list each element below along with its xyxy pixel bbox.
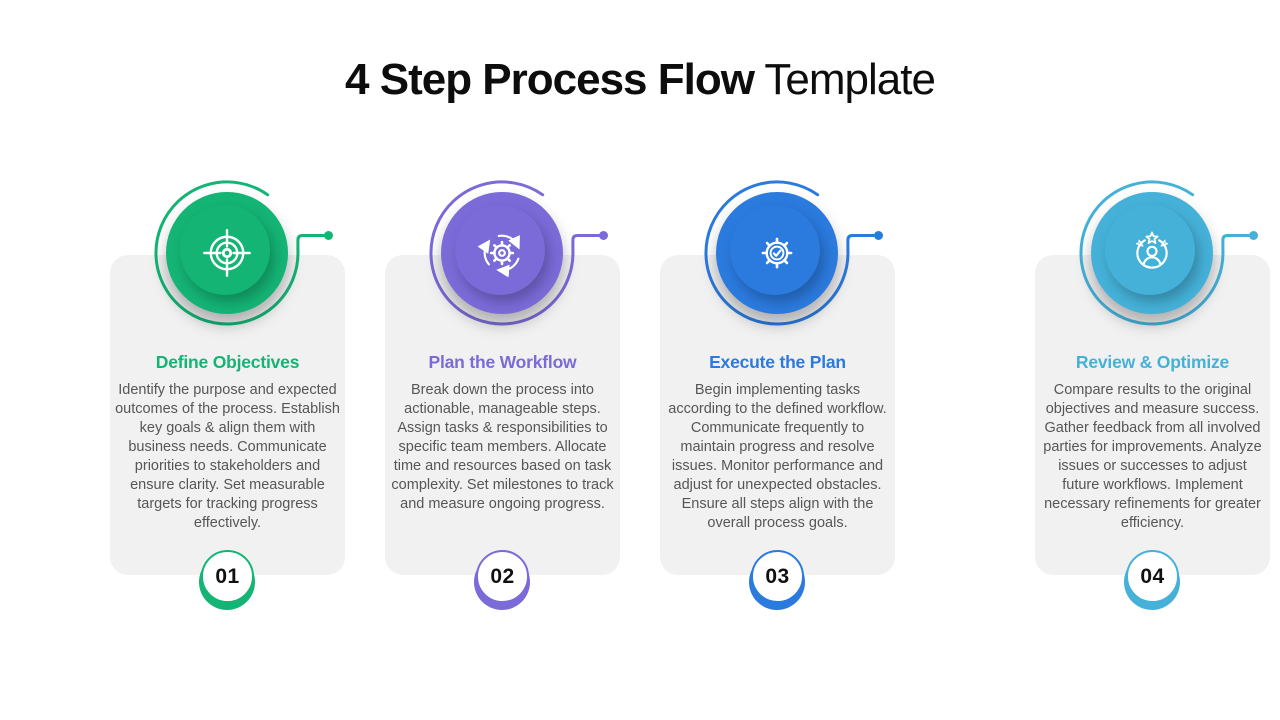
connector-ring xyxy=(704,180,883,326)
gear-check-icon xyxy=(761,237,793,269)
person-stars-icon xyxy=(1135,231,1169,269)
circle-emboss xyxy=(1105,205,1195,295)
step-title: Execute the Plan xyxy=(709,352,846,372)
connector-dot xyxy=(324,231,333,240)
step-title: Review & Optimize xyxy=(1075,352,1230,372)
page-title: 4 Step Process Flow Template xyxy=(0,52,1280,108)
step-number: 04 xyxy=(1140,564,1165,588)
step-number: 01 xyxy=(215,564,240,588)
step-description: Identify the purpose and expected outcom… xyxy=(115,382,340,531)
step-title: Define Objectives xyxy=(155,352,300,372)
step-circle xyxy=(1091,192,1213,314)
gear-cycle-icon xyxy=(477,234,520,278)
connector-ring xyxy=(1079,180,1258,326)
target-goal-icon xyxy=(203,229,251,277)
step-description: Break down the process into actionable, … xyxy=(391,382,614,512)
step-card-2: Plan the Workflow Break down the process… xyxy=(385,0,620,720)
step-circle xyxy=(166,192,288,314)
connector-dot xyxy=(1249,231,1258,240)
step-number: 03 xyxy=(765,564,790,588)
step-number-badge: 02 xyxy=(476,550,529,603)
step-card-3: Execute the Plan Begin implementing task… xyxy=(660,0,895,720)
step-description: Begin implementing tasks according to th… xyxy=(668,382,887,531)
step-title: Plan the Workflow xyxy=(428,352,577,372)
page-title-bold: 4 Step Process Flow xyxy=(345,55,755,104)
step-card-4: Review & Optimize Compare results to the… xyxy=(1035,0,1270,720)
circle-emboss xyxy=(730,205,820,295)
page-title-regular: Template xyxy=(764,55,936,104)
step-card-1: Define Objectives Identify the purpose a… xyxy=(110,0,345,720)
step-number-badge: 01 xyxy=(201,550,254,603)
step-number-badge: 04 xyxy=(1126,550,1179,603)
step-circle xyxy=(716,192,838,314)
connector-dot xyxy=(599,231,608,240)
connector-dot xyxy=(874,231,883,240)
connector-ring xyxy=(154,180,333,326)
step-number-badge: 03 xyxy=(751,550,804,603)
step-description: Compare results to the original objectiv… xyxy=(1043,382,1262,531)
step-number: 02 xyxy=(490,564,515,588)
connector-ring xyxy=(429,180,608,326)
step-circle xyxy=(441,192,563,314)
